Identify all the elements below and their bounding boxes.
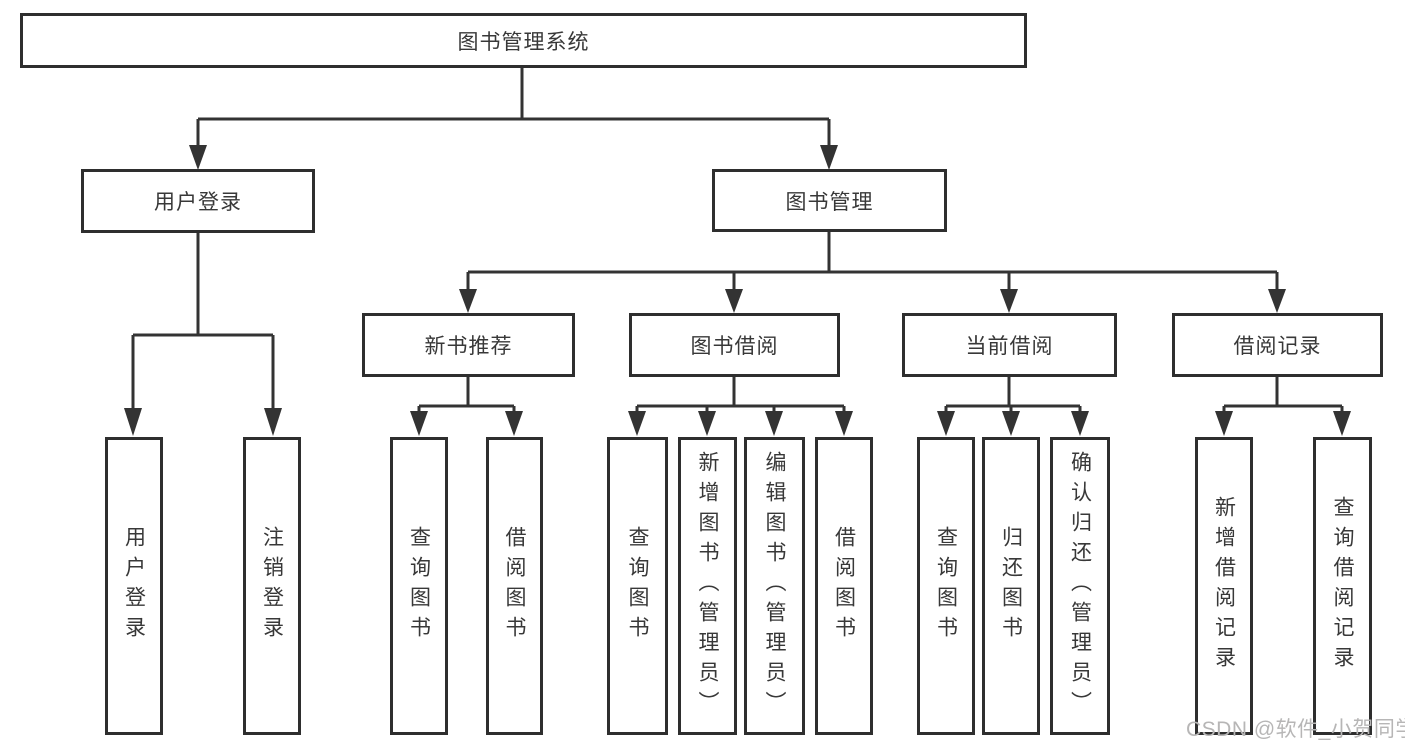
leaf-edit-books-admin: 编辑图书（管理员） (744, 437, 805, 735)
connector-root-to-level2 (196, 67, 831, 147)
node-user-login: 用户登录 (81, 169, 315, 233)
node-library-management-system: 图书管理系统 (20, 13, 1027, 68)
arrowheads-new-book-children (410, 411, 523, 436)
node-book-management: 图书管理 (712, 169, 947, 232)
connector-user-login-children (131, 233, 275, 410)
leaf-add-books-admin: 新增图书（管理员） (678, 437, 737, 735)
arrowheads-level3 (459, 289, 1286, 313)
arrowheads-borrowing-children (628, 411, 853, 436)
connector-book-mgmt-children (466, 232, 1279, 291)
connector-current-children (944, 377, 1082, 413)
leaf-add-borrow-record: 新增借阅记录 (1195, 437, 1253, 735)
arrowheads-user-login-children (124, 408, 282, 436)
leaf-query-books-current: 查询图书 (917, 437, 975, 735)
arrowheads-current-children (937, 411, 1089, 436)
leaf-return-books: 归还图书 (982, 437, 1040, 735)
leaf-user-login: 用户登录 (105, 437, 163, 735)
arrowheads-records-children (1215, 411, 1351, 436)
csdn-watermark: CSDN @软件_小贺同学 (1186, 718, 1405, 741)
leaf-query-borrow-record: 查询借阅记录 (1313, 437, 1372, 735)
leaf-query-books-borrowing: 查询图书 (607, 437, 668, 735)
arrowheads-level2 (189, 145, 838, 170)
leaf-borrow-books-recommend: 借阅图书 (486, 437, 543, 735)
leaf-confirm-return-admin: 确认归还（管理员） (1050, 437, 1110, 735)
node-current-borrowing: 当前借阅 (902, 313, 1117, 377)
node-book-borrowing: 图书借阅 (629, 313, 840, 377)
leaf-logout: 注销登录 (243, 437, 301, 735)
node-new-book-recommendation: 新书推荐 (362, 313, 575, 377)
node-borrowing-records: 借阅记录 (1172, 313, 1383, 377)
leaf-query-books-recommend: 查询图书 (390, 437, 448, 735)
leaf-borrow-books-borrowing: 借阅图书 (815, 437, 873, 735)
connector-borrowing-children (635, 377, 846, 413)
connector-records-children (1222, 377, 1344, 413)
connector-new-book-children (417, 377, 516, 413)
